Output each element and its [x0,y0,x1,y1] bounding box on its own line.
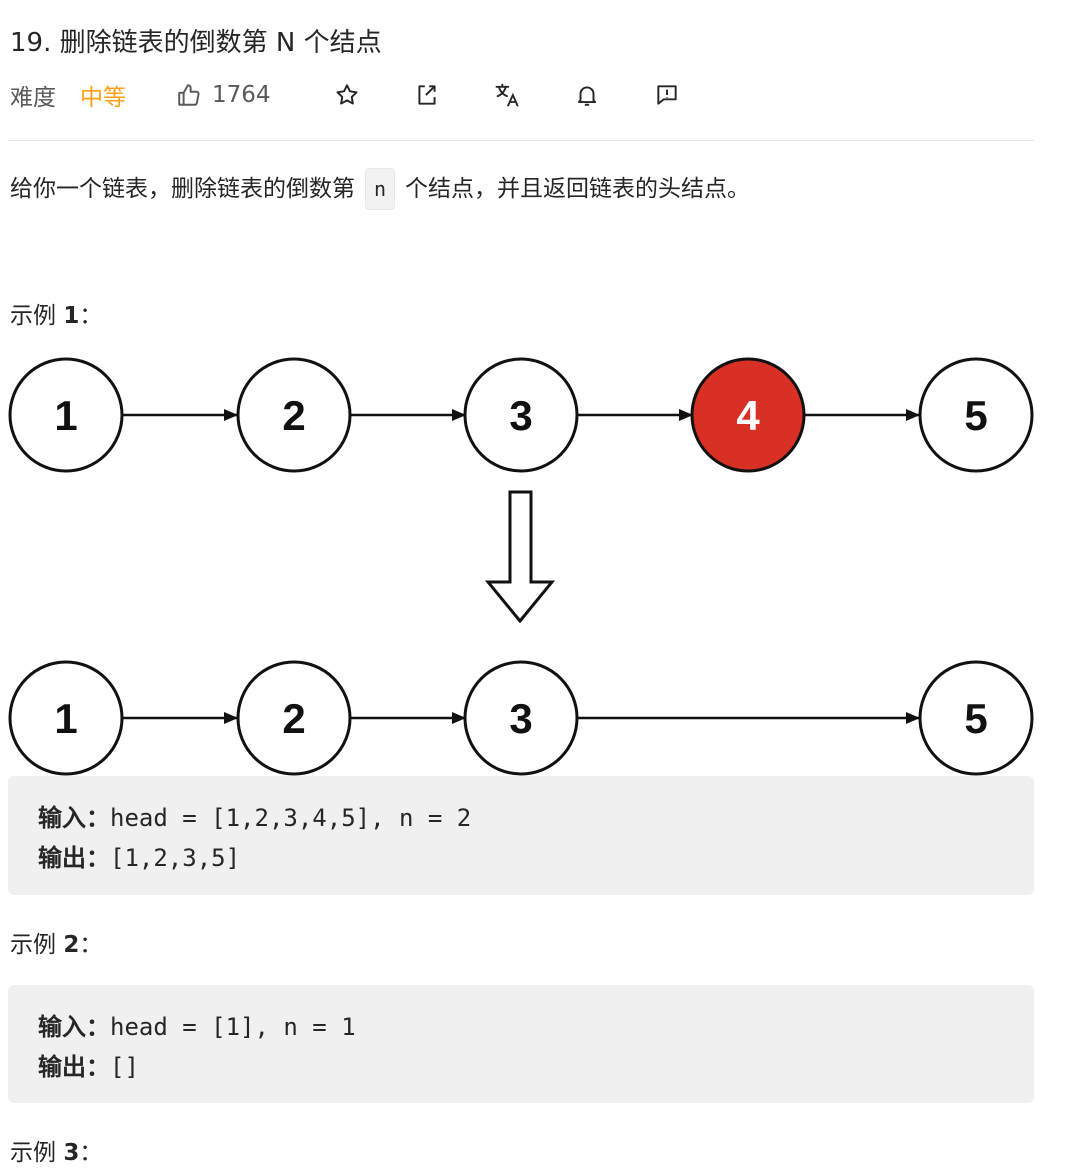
problem-title: 19. 删除链表的倒数第 N 个结点 [10,28,382,58]
translate-button[interactable] [467,81,547,109]
svg-text:5: 5 [964,392,987,439]
node-after-3: 3 [463,660,579,776]
node-before-2: 2 [236,357,352,473]
translate-icon [495,83,518,107]
svg-text:1: 1 [54,392,77,439]
transform-arrow-icon [484,490,556,624]
node-before-3: 3 [463,357,579,473]
star-icon [336,84,358,105]
difficulty-label: 难度 [10,85,56,111]
node-after-2: 2 [236,660,352,776]
example-1-code-block: 输入：head = [1,2,3,4,5], n = 2 输出：[1,2,3,5… [8,776,1034,895]
description-text-end: 个结点，并且返回链表的头结点。 [405,176,751,202]
example-2-title: 示例 2： [10,932,103,958]
svg-text:4: 4 [736,392,760,439]
like-button[interactable]: 1764 [176,82,271,108]
header-divider [8,140,1034,141]
node-before-1: 1 [8,357,124,473]
svg-text:1: 1 [54,695,77,742]
example-1-output-line: 输出：[1,2,3,5] [38,844,241,872]
svg-text:5: 5 [964,695,987,742]
example-1-title: 示例 1： [10,303,103,329]
like-count: 1764 [212,82,271,108]
favorite-button[interactable] [307,82,387,108]
svg-text:3: 3 [509,392,532,439]
example-2-code-block: 输入：head = [1], n = 1 输出：[] [8,985,1034,1103]
thumbs-up-icon [178,84,200,106]
node-after-5: 5 [918,660,1034,776]
description-text-start: 给你一个链表，删除链表的倒数第 [10,176,355,202]
example-3-title: 示例 3： [10,1140,103,1166]
node-before-5: 5 [918,357,1034,473]
linked-list-diagram: 1 2 3 4 5 1 2 3 5 [8,357,1034,776]
svg-text:2: 2 [282,695,305,742]
bell-icon [577,86,596,106]
share-icon [417,85,436,105]
example-2-output-line: 输出：[] [38,1053,139,1081]
svg-text:2: 2 [282,392,305,439]
problem-description: 给你一个链表，删除链表的倒数第 n 个结点，并且返回链表的头结点。 [10,168,750,210]
inline-code-n: n [365,168,396,210]
node-before-4-removed: 4 [690,357,806,473]
example-1-input-line: 输入：head = [1,2,3,4,5], n = 2 [38,804,472,832]
example-2-input-line: 输入：head = [1], n = 1 [38,1013,356,1041]
feedback-icon [656,85,677,105]
node-after-1: 1 [8,660,124,776]
problem-meta-bar: 难度 中等 1764 [10,78,707,112]
difficulty-badge: 中等 [80,85,126,111]
svg-text:3: 3 [509,695,532,742]
feedback-button[interactable] [627,82,707,108]
notification-button[interactable] [547,82,627,108]
share-button[interactable] [387,82,467,108]
